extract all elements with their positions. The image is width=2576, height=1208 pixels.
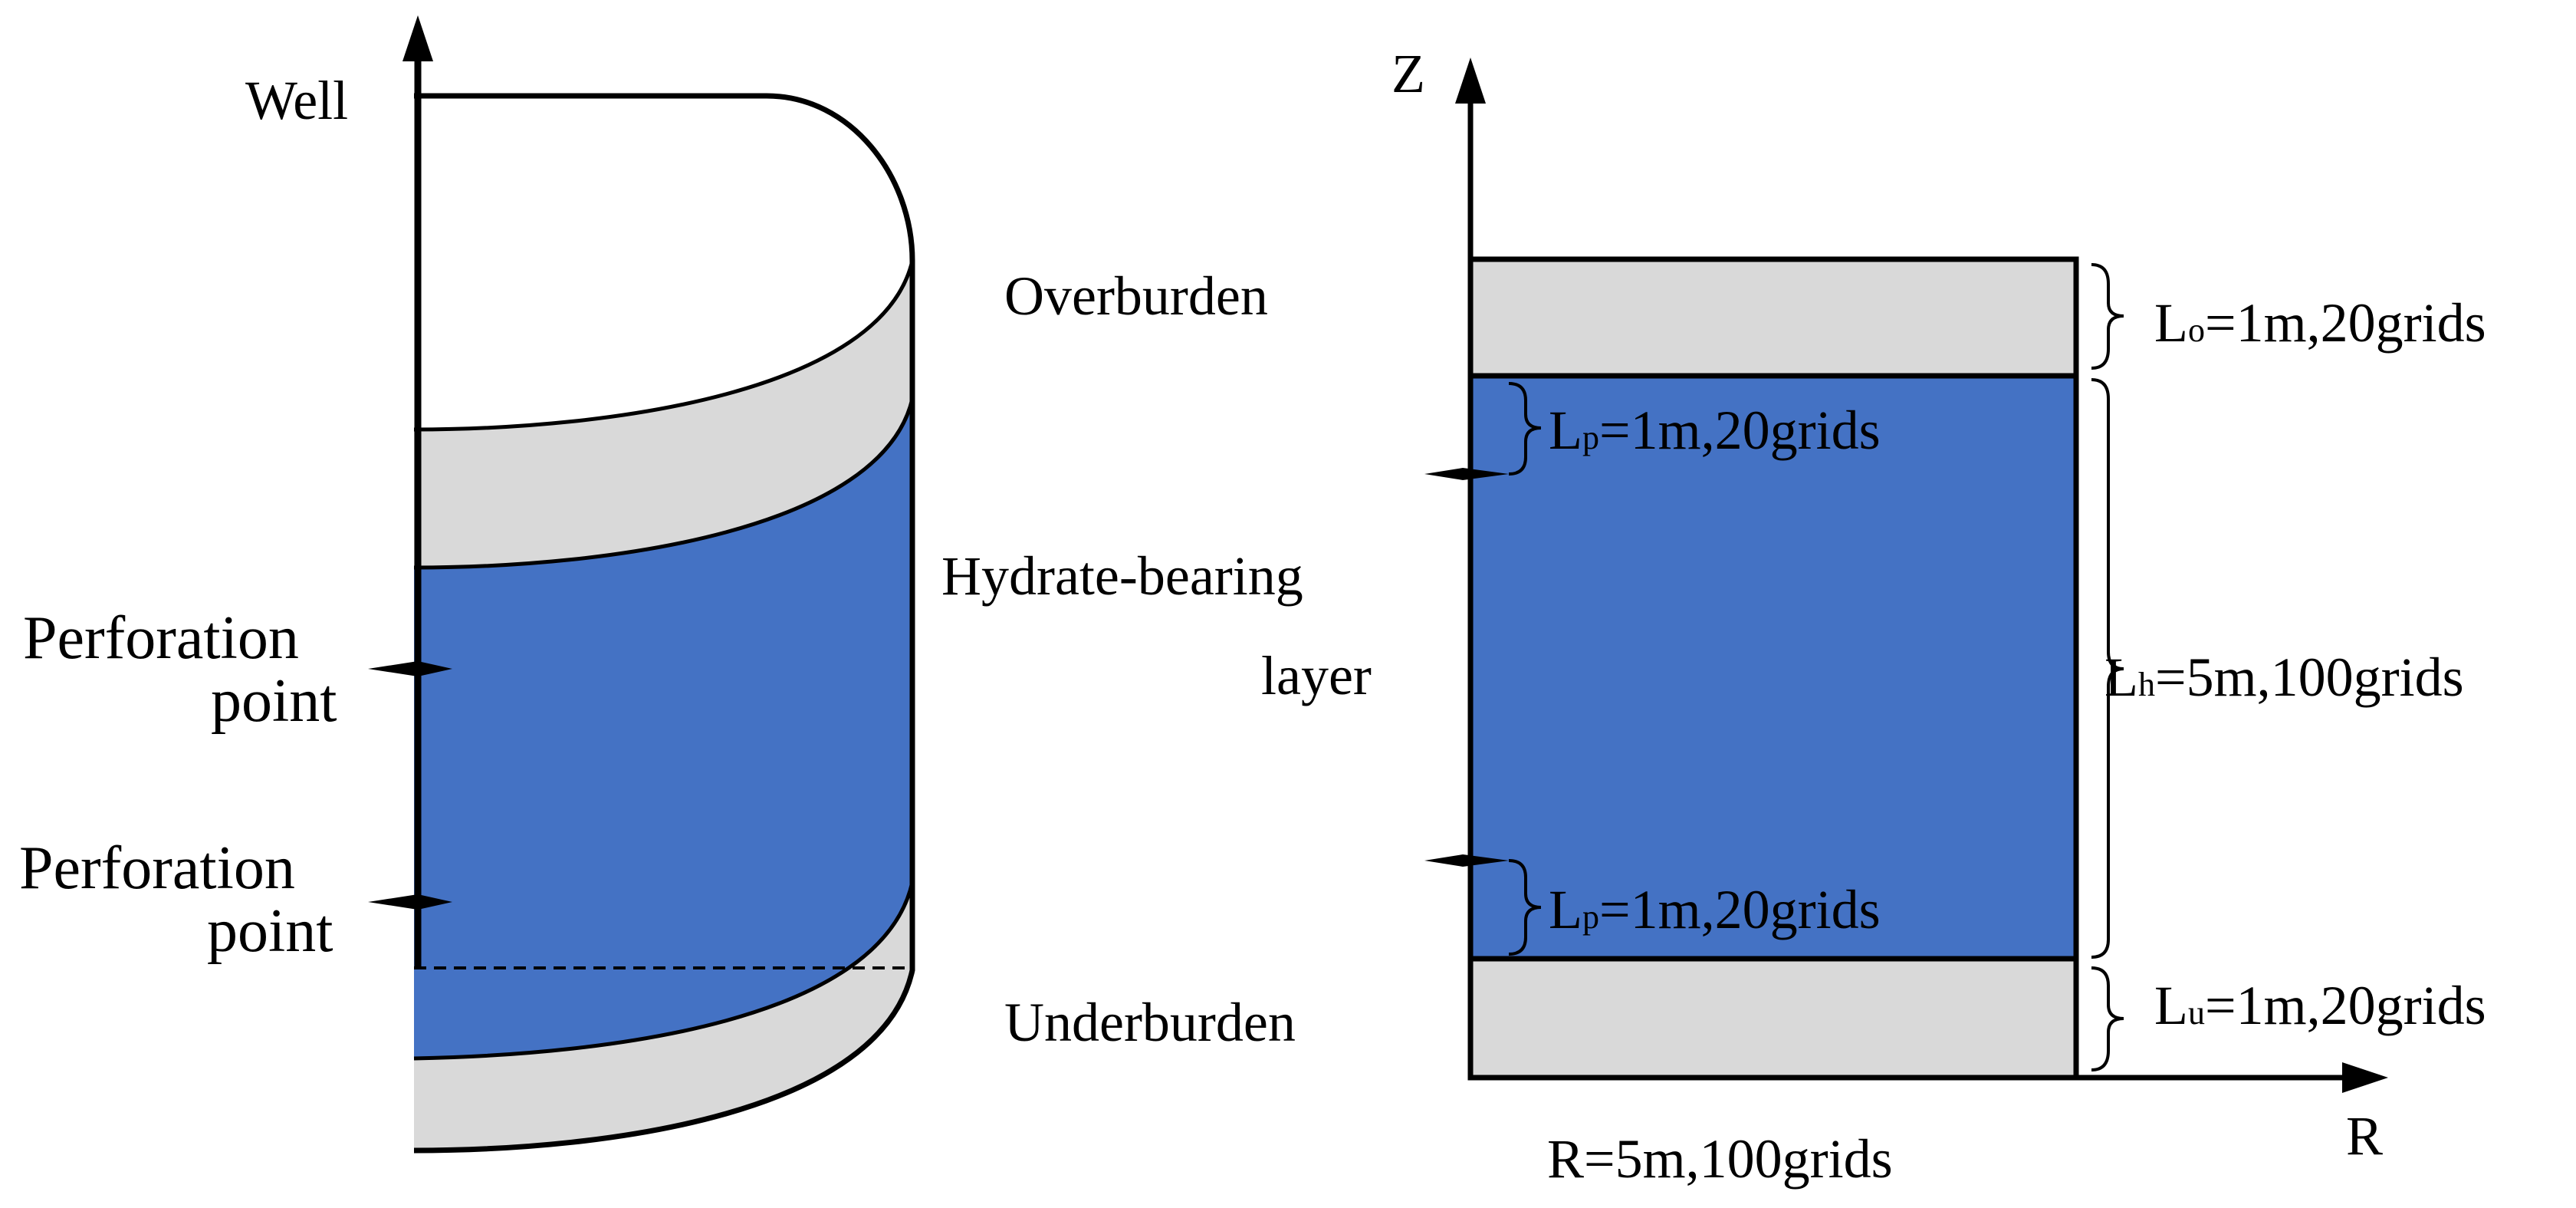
well-axis-arrowhead — [402, 15, 433, 61]
perforation-marker-2 — [368, 894, 452, 910]
cylinder-underburden-band — [414, 882, 912, 1150]
overburden-layer — [1467, 256, 2079, 379]
axis-perforation-marker-top — [1424, 468, 1509, 480]
cylinder-outline — [413, 93, 915, 1154]
r-axis-label: R — [2346, 1105, 2383, 1167]
r-dimension-label: R=5m,100grids — [1547, 1128, 1893, 1190]
z-axis-arrowhead — [1455, 58, 1486, 104]
cross-section-model — [1424, 58, 2388, 1093]
cylinder-top-boundary — [413, 260, 915, 432]
hydrate-label-line1: Hydrate-bearing — [941, 545, 1303, 607]
underburden-dimension-label: Lu=1m,20grids — [2154, 975, 2486, 1036]
overburden-brace — [2091, 263, 2124, 370]
hydrate-label-line2: layer — [1261, 645, 1372, 706]
r-axis-arrowhead — [2342, 1062, 2388, 1093]
underburden-brace — [2091, 966, 2124, 1071]
hydrate-brace — [2091, 378, 2124, 959]
perforation-label-1-line2: point — [211, 667, 337, 735]
underburden-layer — [1467, 956, 2079, 1081]
perforation-brace-bottom — [1508, 859, 1542, 956]
perforation-brace-top — [1508, 382, 1542, 476]
underburden-label: Underburden — [1004, 992, 1296, 1053]
perforation-label-2-line1: Perforation — [19, 834, 295, 902]
perforation-label-1-line1: Perforation — [23, 604, 299, 672]
hydrate-bearing-layer — [1467, 373, 2079, 962]
well-label: Well — [245, 70, 348, 131]
cylinder-hydrate-top-boundary — [413, 398, 915, 570]
perforation-label-2-line2: point — [207, 897, 333, 965]
overburden-label: Overburden — [1004, 265, 1268, 327]
perforation-bottom-dimension-label: Lp=1m,20grids — [1549, 879, 1881, 940]
perforation-marker-1 — [368, 661, 452, 676]
cylinder-top-face — [414, 96, 912, 430]
cylinder-model — [368, 15, 915, 1154]
axis-perforation-marker-bottom — [1424, 854, 1509, 867]
z-axis-label: Z — [1392, 43, 1425, 104]
overburden-dimension-label: Lo=1m,20grids — [2154, 292, 2486, 354]
cylinder-overburden-band — [414, 261, 912, 568]
cylinder-hydrate-bottom-boundary — [413, 881, 915, 1061]
perforation-top-dimension-label: Lp=1m,20grids — [1549, 400, 1881, 461]
hydrate-dimension-label: Lh=5m,100grids — [2104, 647, 2464, 708]
